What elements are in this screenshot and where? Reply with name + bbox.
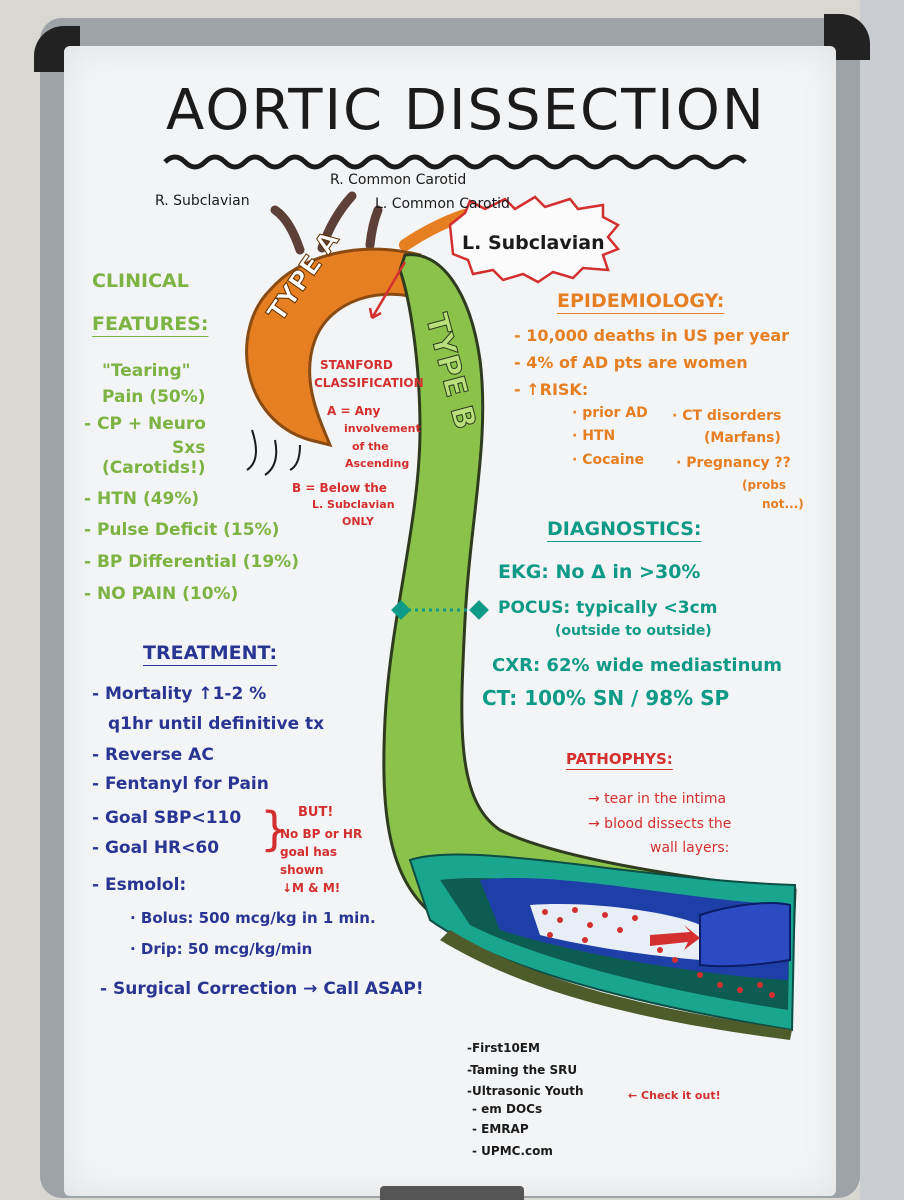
resource-6: - UPMC.com — [472, 1144, 553, 1158]
stanford-a-line-1: A = Any — [327, 404, 381, 418]
aortic-root-fringe — [246, 429, 301, 476]
clinical-line-6: - HTN (49%) — [84, 489, 200, 509]
epi-line-2: - 4% of AD pts are women — [514, 353, 748, 372]
resource-note: ← Check it out! — [628, 1089, 721, 1102]
tear-arrow — [650, 925, 700, 950]
patho-line-1: → tear in the intima — [588, 791, 727, 807]
tx-brace: } — [260, 802, 290, 856]
clinical-line-3: - CP + Neuro — [84, 414, 206, 434]
clinical-line-4: Sxs — [172, 438, 206, 458]
label-r-subclavian: R. Subclavian — [155, 193, 250, 209]
r-common-carotid-branch — [317, 191, 357, 253]
pocus-marker-right — [469, 600, 489, 620]
patho-line-3: wall layers: — [650, 840, 730, 856]
epi-risk-ct-disorders: · CT disorders — [672, 408, 782, 424]
tx-line-3: - Reverse AC — [92, 745, 214, 765]
clinical-line-5: (Carotids!) — [102, 458, 206, 478]
stanford-heading-1: STANFORD — [320, 358, 393, 372]
stanford-arrow — [370, 261, 407, 319]
epi-line-1: - 10,000 deaths in US per year — [514, 326, 790, 345]
pathophys-heading: PATHOPHYS: — [566, 750, 673, 768]
tx-but-4: shown — [280, 863, 324, 877]
tx-but-2: No BP or HR — [280, 827, 363, 841]
tx-line-8: · Bolus: 500 mcg/kg in 1 min. — [130, 909, 376, 927]
l-subclavian-starburst — [448, 195, 621, 284]
clinical-line-2: Pain (50%) — [102, 387, 206, 407]
tx-line-1: - Mortality ↑1-2 % — [92, 684, 267, 704]
diag-cxr: CXR: 62% wide mediastinum — [492, 655, 782, 676]
epi-risk-pregnancy: · Pregnancy ?? — [676, 455, 791, 471]
tx-but-1: BUT! — [298, 805, 334, 820]
patho-line-2: → blood dissects the — [588, 816, 732, 832]
resource-3: -Ultrasonic Youth — [467, 1084, 584, 1098]
resource-2: -Taming the SRU — [467, 1063, 578, 1077]
label-l-common-carotid: L. Common Carotid — [375, 196, 510, 212]
clinical-heading-1: CLINICAL — [92, 270, 189, 292]
tx-line-10: - Surgical Correction → Call ASAP! — [100, 979, 424, 999]
false-lumen — [530, 904, 700, 960]
epi-risk-htn: · HTN — [572, 428, 616, 444]
pocus-marker-left — [391, 600, 411, 620]
resource-1: -First10EM — [467, 1041, 540, 1055]
diag-ekg: EKG: No Δ in >30% — [498, 561, 701, 583]
epi-risk-prior-ad: · prior AD — [572, 405, 648, 421]
page-title: AORTIC DISSECTION — [166, 78, 766, 143]
clinical-heading-2: FEATURES: — [92, 313, 209, 335]
diag-pocus-note: (outside to outside) — [555, 623, 712, 639]
tx-line-6: - Goal HR<60 — [92, 838, 220, 858]
resource-5: - EMRAP — [472, 1122, 529, 1136]
stanford-a-line-4: Ascending — [345, 457, 410, 470]
tx-line-5: - Goal SBP<110 — [92, 808, 242, 828]
diagnostics-heading: DIAGNOSTICS: — [547, 518, 702, 540]
tx-but-3: goal has — [280, 845, 338, 859]
label-r-common-carotid: R. Common Carotid — [330, 172, 467, 188]
tx-line-9: · Drip: 50 mcg/kg/min — [130, 940, 313, 958]
tx-line-7: - Esmolol: — [92, 875, 187, 895]
epidemiology-heading: EPIDEMIOLOGY: — [557, 290, 725, 312]
blood-dots — [542, 907, 775, 998]
stanford-heading-2: CLASSIFICATION — [314, 376, 424, 390]
stanford-b-line-3: ONLY — [342, 515, 374, 528]
outer-wall-stripe — [440, 930, 792, 1040]
clinical-line-7: - Pulse Deficit (15%) — [84, 520, 280, 540]
epi-line-3: - ↑RISK: — [514, 380, 589, 399]
stanford-b-line-1: B = Below the — [292, 481, 387, 495]
l-common-carotid-branch — [365, 205, 383, 250]
epi-risk-marfans: (Marfans) — [704, 430, 781, 446]
diag-ct: CT: 100% SN / 98% SP — [482, 686, 730, 710]
ascending-aorta-arch — [245, 247, 427, 448]
stanford-a-line-2: involvement — [344, 422, 421, 435]
epi-risk-not: not...) — [762, 497, 804, 511]
marker-tray — [380, 1186, 524, 1200]
epi-risk-cocaine: · Cocaine — [572, 452, 645, 468]
stanford-arrow-head — [368, 307, 382, 320]
clinical-line-1: "Tearing" — [102, 361, 191, 381]
tx-line-4: - Fentanyl for Pain — [92, 774, 269, 794]
r-subclavian-branch — [270, 205, 305, 255]
stanford-b-line-2: L. Subclavian — [312, 498, 395, 511]
epi-risk-probs: (probs — [742, 478, 786, 492]
clinical-line-9: - NO PAIN (10%) — [84, 584, 239, 604]
label-l-subclavian: L. Subclavian — [462, 232, 605, 254]
resource-4: - em DOCs — [472, 1102, 543, 1116]
tx-but-5: ↓M & M! — [282, 881, 341, 895]
stanford-a-line-3: of the — [352, 440, 389, 453]
diag-pocus: POCUS: typically <3cm — [498, 598, 718, 618]
tx-line-2: q1hr until definitive tx — [108, 714, 325, 734]
intimal-flap — [699, 902, 791, 968]
title-underline — [163, 154, 747, 170]
wall-background — [860, 0, 904, 1200]
clinical-line-8: - BP Differential (19%) — [84, 552, 299, 572]
treatment-heading: TREATMENT: — [143, 642, 278, 664]
